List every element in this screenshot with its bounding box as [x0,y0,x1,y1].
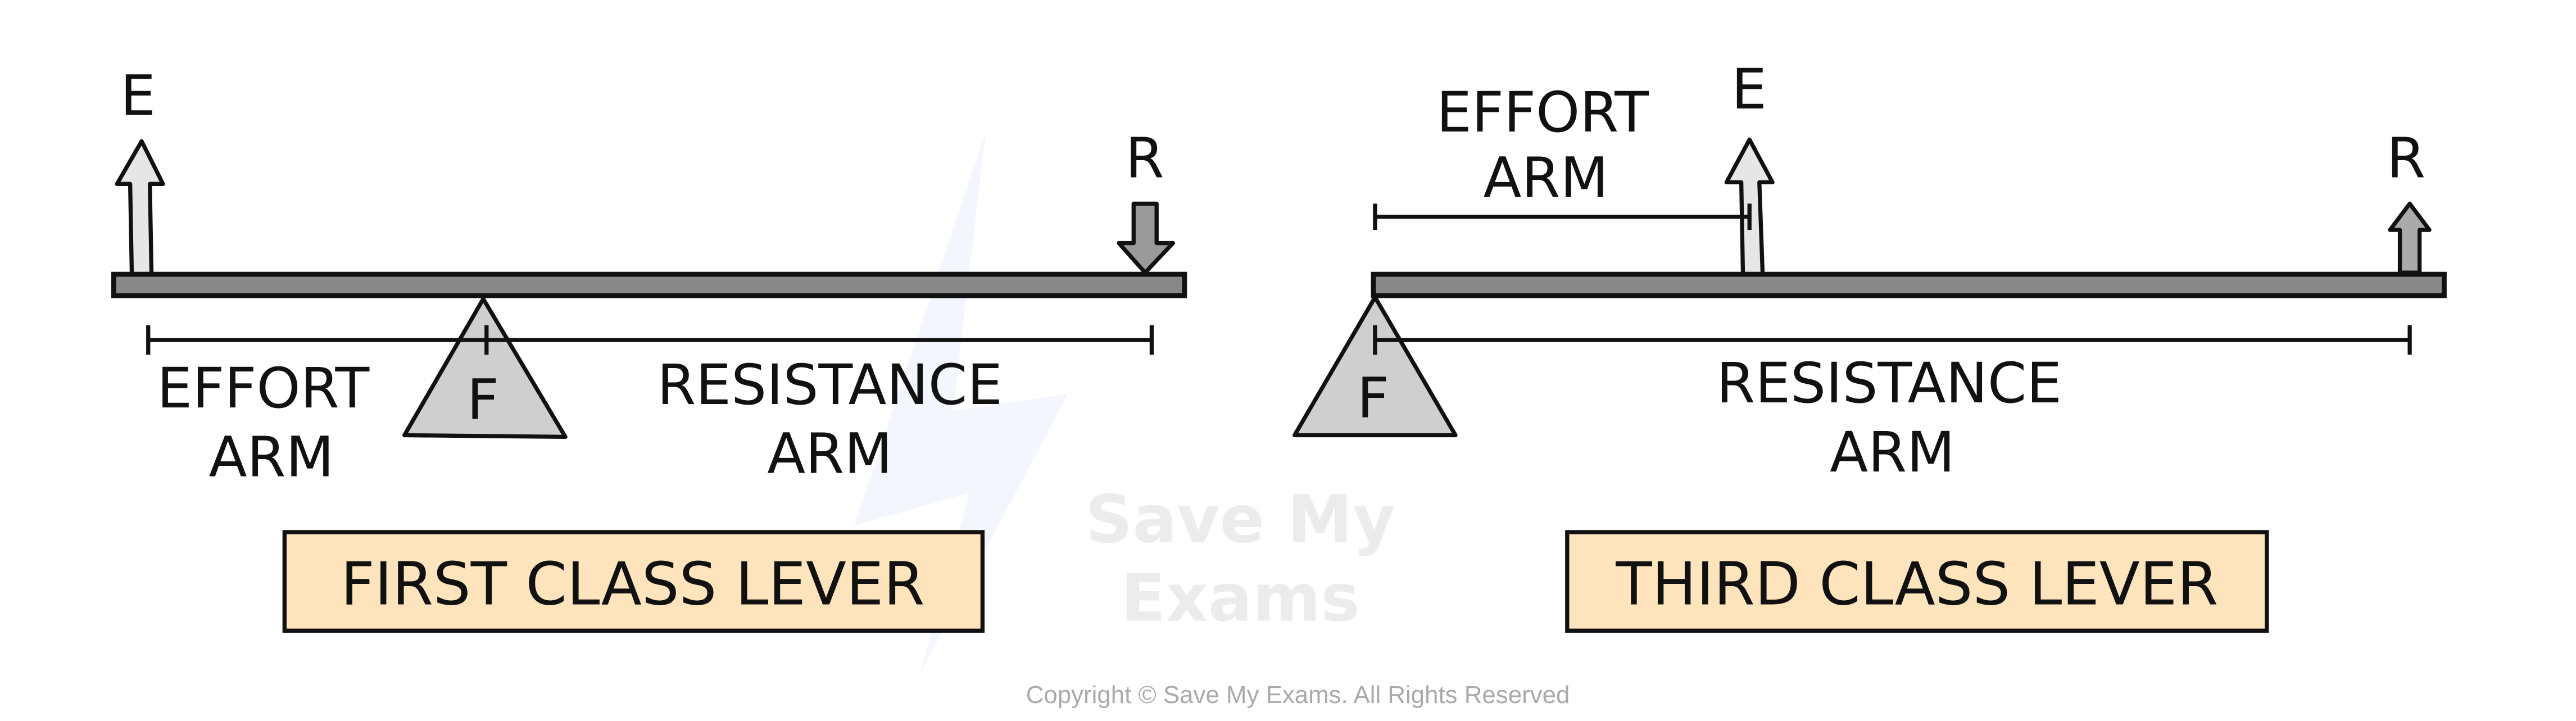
watermark-line2: Exams [1121,560,1360,637]
third-fulcrum-label: F [1357,366,1389,430]
first-class-lever: E R F EFFORT ARM RESISTANCE ARM FIRST CL… [111,64,1187,633]
first-title-box [282,530,985,633]
third-effort-measure-line [1373,203,1752,230]
third-effort-label: E [1731,57,1767,122]
first-resistance-arrow-icon [1117,201,1176,275]
third-class-title: THIRD CLASS LEVER [1615,549,2218,618]
third-class-lever: E R F EFFORT ARM RESISTANCE ARM THIRD CL… [1292,57,2447,633]
first-class-title: FIRST CLASS LEVER [341,549,924,618]
third-resistance-measure-line [1373,325,2412,355]
watermark-line1: Save My [1085,480,1395,557]
copyright-text: Copyright © Save My Exams. All Rights Re… [1026,681,1570,709]
third-fulcrum-icon [1292,295,1458,438]
third-title-box [1565,530,2269,633]
first-effort-arm-line1: EFFORT [157,356,369,421]
first-arm-measure-line [146,325,1154,355]
first-resistance-arm-line2: ARM [767,422,892,487]
first-resistance-label: R [1126,126,1164,191]
first-effort-arrow-icon [115,139,165,276]
third-resistance-label: R [2387,126,2425,191]
third-lever-beam [1371,271,2447,298]
first-effort-arm-line2: ARM [209,425,334,490]
first-lever-beam [111,271,1187,298]
first-fulcrum-label: F [467,368,499,432]
first-fulcrum-icon [402,297,568,439]
third-resistance-arrow-icon [2388,201,2432,275]
third-effort-arm-line2: ARM [1483,146,1608,211]
third-resistance-arm-line2: ARM [1830,420,1955,485]
first-resistance-arm-line1: RESISTANCE [657,353,1003,418]
third-effort-arm-line1: EFFORT [1436,80,1649,145]
first-effort-label: E [120,64,156,129]
third-resistance-arm-line1: RESISTANCE [1716,351,2062,416]
